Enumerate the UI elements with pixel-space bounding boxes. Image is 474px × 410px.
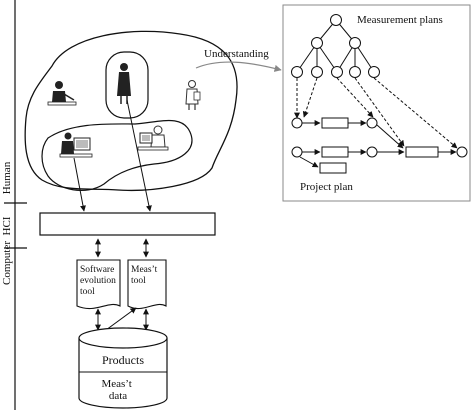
layer-axis: Human HCI Computer [1,0,27,410]
manager-group-blob [105,51,149,119]
plan-activity-box [405,146,439,158]
plan-milestone-node [291,117,303,129]
meas-tool-label: Meas’t tool [131,265,160,286]
software-tool-line-3: tool [80,287,95,297]
database-body [78,338,168,409]
tree-root-node [330,14,342,26]
meas-tool-line-2: tool [131,276,146,286]
tree-leaf-node [349,66,361,78]
tree-leaf-node [291,66,303,78]
plan-milestone-node [366,117,378,129]
plans-panel-frame [282,4,471,202]
human-organisation [24,30,238,191]
person-at-computer-icon [59,132,93,158]
tree-node [349,37,361,49]
layer-label-hci: HCI [1,216,13,235]
plan-milestone-node [456,146,468,158]
plan-milestone-node [366,146,378,158]
arrow-database-to-meas-tool [105,307,137,331]
database-products-label: Products [102,353,144,367]
arrow-manager-to-hci [126,99,152,212]
software-tool-line-2: evolution [80,276,116,286]
plan-activity-box [321,146,349,158]
database-top [78,327,168,349]
understanding-arrow [195,61,282,72]
project-plan-title: Project plan [300,181,353,193]
organisation-outer-blob [24,30,238,191]
development-team-blob [41,119,193,191]
tree-leaf-node [331,66,343,78]
plan-activity-box [319,162,347,174]
meas-tool-line-1: Meas’t [131,265,158,275]
software-evolution-tool-label: Software evolution tool [80,264,118,297]
meas-data-line-2: data [109,390,127,402]
woman-at-computer-icon [137,125,169,151]
tree-to-plan-links [294,77,458,149]
person-at-desk-icon [47,81,77,106]
plans-panel: Measurement plans Project plan [282,4,471,202]
man-with-clipboard-icon [185,80,201,110]
database-cylinder: Products Meas’t data [78,327,168,409]
layer-label-human: Human [1,161,13,194]
project-plan-network [291,117,468,174]
plan-activity-box [321,117,349,129]
standing-woman-icon [117,63,131,104]
software-tool-line-1: Software [80,264,114,275]
arrow-developer-to-hci [73,157,86,212]
database-meas-data-label: Meas’t data [101,378,134,402]
tree-leaf-node [311,66,323,78]
hci-interface-bar [39,212,216,236]
software-evolution-tool-doc [76,259,121,310]
measurement-plans-title: Measurement plans [357,14,443,26]
meas-tool-doc [127,259,167,310]
understanding-label: Understanding [204,48,269,60]
plan-milestone-node [291,146,303,158]
tree-node [311,37,323,49]
meas-data-line-1: Meas’t [101,378,131,390]
tree-leaf-node [368,66,380,78]
layer-label-computer: Computer [1,241,13,285]
